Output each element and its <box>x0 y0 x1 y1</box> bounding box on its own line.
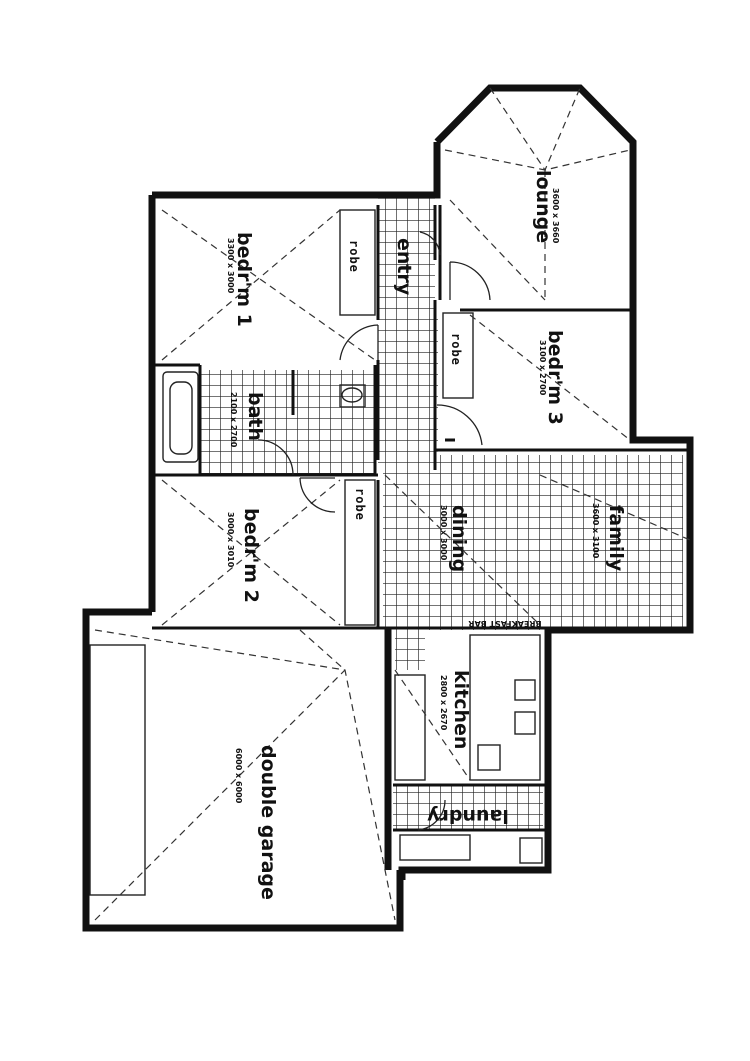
room-name-entry: entry <box>393 238 415 296</box>
room-dims-kitchen: 2800 x 2670 <box>439 675 448 731</box>
room-name-garage: double garage <box>257 745 279 900</box>
room-name-dining: dining <box>448 505 470 572</box>
robe-label-bed2: robe <box>353 488 367 521</box>
room-dims-bath: 2100 x 2700 <box>229 392 238 448</box>
room-dims-family: 3600 x 3100 <box>591 503 600 559</box>
doors <box>257 231 491 831</box>
room-name-lounge: lounge <box>532 170 554 243</box>
room-dims-garage: 6000 x 6000 <box>234 748 243 804</box>
room-dims-lounge: 3600 x 3660 <box>551 188 560 244</box>
robe-cupboards <box>339 209 474 626</box>
room-dims-dining: 3000 x 3000 <box>439 505 448 561</box>
room-name-bath: bath <box>244 392 266 441</box>
bath-fixtures <box>162 371 366 463</box>
room-name-bed2: bedr'm 2 <box>240 508 262 603</box>
room-dims-bed3: 3100 x 2700 <box>538 340 547 396</box>
room-dims-bed2: 3000 x 3010 <box>226 512 235 568</box>
room-dims-bed1: 3300 x 3000 <box>226 238 235 294</box>
robe-label-bed3: robe <box>449 333 463 366</box>
room-name-kitchen: kitchen <box>450 670 472 749</box>
room-labels: lounge 3600 x 3660 bedr'm 1 3300 x 3000 … <box>226 170 627 900</box>
room-name-bed3: bedr'm 3 <box>544 330 566 425</box>
kitchen-fixtures <box>394 634 543 864</box>
room-name-family: family <box>605 505 627 572</box>
garage-door <box>89 644 146 896</box>
breakfast-bar-label: BREAKFAST BAR <box>468 619 541 628</box>
room-name-laundry: laundry <box>427 805 509 827</box>
tiled-floor <box>200 195 683 830</box>
ceiling-diagonals <box>94 87 691 921</box>
robe-label-bed1: robe <box>347 240 361 273</box>
room-name-bed1: bedr'm 1 <box>233 232 255 327</box>
exterior-walls <box>82 84 694 932</box>
interior-walls <box>152 205 690 832</box>
